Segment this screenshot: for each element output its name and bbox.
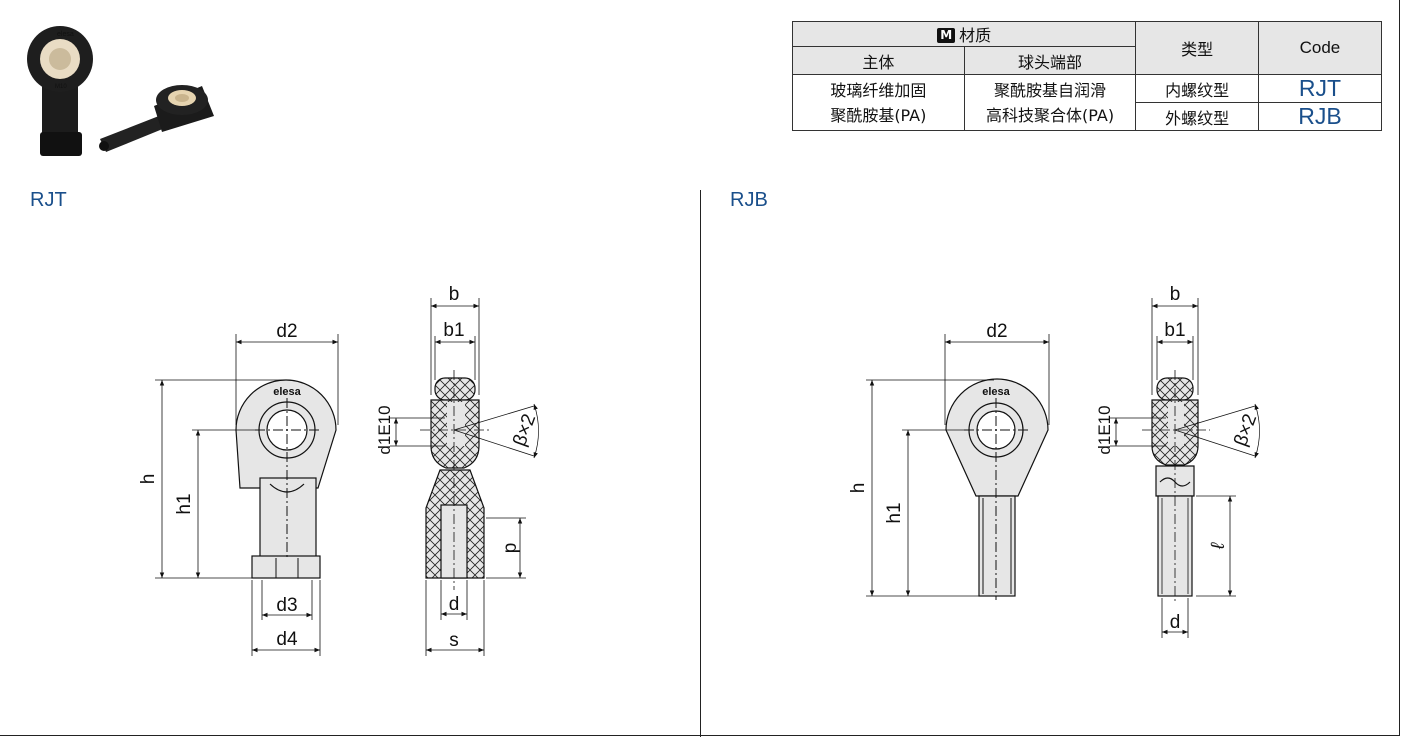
photo-size-mark: M10 [55, 84, 67, 90]
rjt-front-view [235, 379, 337, 579]
dim-b-rjb: b [1170, 284, 1181, 305]
dim-d-rjt: d [449, 594, 460, 615]
ball-material-line2: 高科技聚合体(PA) [986, 105, 1115, 125]
rjt-side-view [425, 377, 485, 579]
dim-h1-rjb: h1 [884, 502, 905, 523]
dim-d2-rjt: d2 [276, 321, 297, 342]
code-cell-rjt[interactable]: RJT [1257, 74, 1383, 103]
dim-p-rjt: p [500, 543, 521, 554]
ball-material-line1: 聚酰胺基自润滑 [994, 80, 1107, 100]
body-column-header: 主体 [792, 46, 965, 75]
dim-b-rjt: b [449, 284, 460, 305]
dim-beta-rjb: β×2 [1230, 411, 1261, 449]
dim-beta-rjt: β×2 [509, 411, 540, 449]
rjb-side-dimensions [1110, 298, 1260, 638]
body-material-line2: 聚酰胺基(PA) [830, 105, 927, 125]
section-divider [700, 190, 701, 737]
code-header: Code [1257, 21, 1383, 75]
dim-d4-rjt: d4 [276, 629, 298, 650]
rjb-logo: elesa [982, 386, 1010, 398]
material-label: 材质 [959, 26, 992, 45]
rjt-front-dimensions [155, 334, 339, 656]
body-material-line1: 玻璃纤维加固 [830, 80, 927, 100]
type-cell-rjb: 外螺纹型 [1135, 102, 1259, 131]
product-photo: elesa M10 [27, 26, 214, 156]
photo-logo: elesa [57, 31, 74, 38]
section-title-rjb: RJB [730, 189, 768, 211]
rjb-front-view [945, 378, 1049, 597]
dim-d-rjb: d [1170, 612, 1181, 633]
type-cell-rjt: 内螺纹型 [1135, 74, 1259, 103]
dim-l-rjb: ℓ [1208, 542, 1229, 550]
dim-h-rjt: h [138, 474, 159, 485]
dim-d1-rjt: d1E10 [375, 405, 394, 454]
rjb-front-dimensions [866, 334, 1050, 597]
dim-b1-rjb: b1 [1164, 320, 1185, 341]
dim-d2-rjb: d2 [986, 321, 1007, 342]
dim-h1-rjt: h1 [174, 493, 195, 514]
dim-d1-rjb: d1E10 [1095, 405, 1114, 454]
dim-s-rjt: s [449, 630, 459, 651]
section-title-rjt: RJT [30, 189, 67, 211]
dim-d3-rjt: d3 [276, 595, 297, 616]
material-badge: M [937, 28, 956, 43]
rjt-logo: elesa [273, 386, 301, 398]
ball-column-header: 球头端部 [963, 46, 1137, 75]
body-material-cell: 玻璃纤维加固 聚酰胺基(PA) [792, 74, 965, 131]
type-header: 类型 [1135, 21, 1259, 75]
dim-h-rjb: h [848, 483, 869, 494]
dim-b1-rjt: b1 [443, 320, 464, 341]
code-cell-rjb[interactable]: RJB [1257, 102, 1383, 131]
ball-material-cell: 聚酰胺基自润滑 高科技聚合体(PA) [963, 74, 1137, 131]
rjt-side-dimensions [390, 298, 539, 656]
